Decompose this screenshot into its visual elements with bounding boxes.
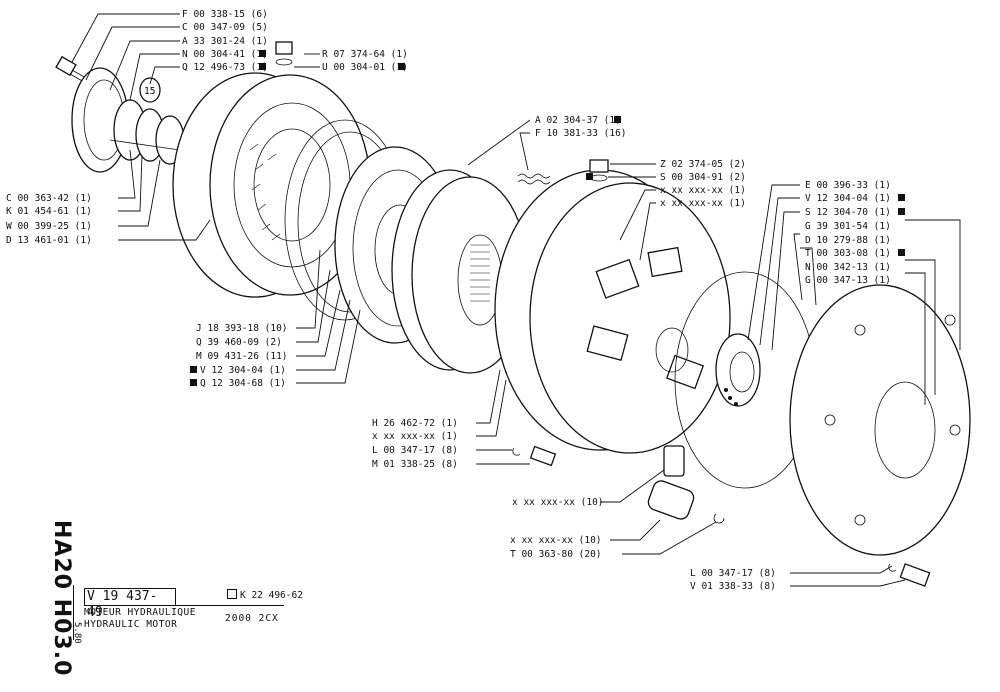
part-label: C 00 363-42 (1)	[6, 193, 92, 204]
part-label: M 09 431-26 (11)	[196, 351, 288, 362]
flange-bolt-part	[888, 563, 931, 587]
part-label: V 12 304-04 (1)	[200, 365, 286, 376]
part-label: S 00 304-91 (2)	[660, 172, 746, 183]
side-divider	[73, 585, 74, 640]
rear-housing-part	[172, 72, 371, 298]
part-label: x xx xxx-xx (10)	[512, 497, 604, 508]
title-french: MOTEUR HYDRAULIQUE	[84, 607, 196, 618]
spring-part	[517, 173, 551, 185]
kit-reference-text: K 22 496-62	[240, 590, 303, 601]
part-label: D 13 461-01 (1)	[6, 235, 92, 246]
part-label: T 00 303-08 (1)	[805, 248, 891, 259]
part-label: x xx xxx-xx (1)	[660, 185, 746, 196]
kit-markers	[190, 50, 905, 386]
part-label: K 01 454-61 (1)	[6, 206, 92, 217]
part-label: E 00 396-33 (1)	[805, 180, 891, 191]
part-label: Z 02 374-05 (2)	[660, 159, 746, 170]
bearing-part	[715, 333, 761, 407]
kit-box-icon	[227, 589, 237, 599]
front-flange-part	[789, 284, 971, 556]
part-label: V 01 338-33 (8)	[690, 581, 776, 592]
leader-lines	[71, 13, 961, 587]
part-label: Q 39 460-09 (2)	[196, 337, 282, 348]
part-label: Q 12 496-73 (1)	[182, 62, 268, 73]
part-label: V 12 304-04 (1)	[805, 193, 891, 204]
part-label: A 33 301-24 (1)	[182, 36, 268, 47]
part-label: T 00 363-80 (20)	[510, 549, 602, 560]
part-labels: F 00 338-15 (6) C 00 347-09 (5) A 33 301…	[6, 9, 891, 592]
part-label: F 00 338-15 (6)	[182, 9, 268, 20]
sheet-code-block: HA20 H03.0 5.80	[40, 520, 82, 676]
part-label: L 00 347-17 (8)	[372, 445, 458, 456]
part-label: J 18 393-18 (10)	[196, 323, 288, 334]
roller-part	[647, 445, 725, 524]
sheet-code: HA20 H03.0	[49, 520, 74, 677]
cam-housing-part	[494, 169, 731, 454]
part-label: x xx xxx-xx (10)	[510, 535, 602, 546]
title-divider	[84, 605, 284, 606]
part-label: S 12 304-70 (1)	[805, 207, 891, 218]
part-label: G 39 301-54 (1)	[805, 221, 891, 232]
part-label: L 00 347-17 (8)	[690, 568, 776, 579]
end-cap-part: 15	[71, 67, 161, 173]
title-english: HYDRAULIC MOTOR	[84, 619, 178, 630]
part-label: Q 12 304-68 (1)	[200, 378, 286, 389]
part-label: W 00 399-25 (1)	[6, 221, 92, 232]
part-label: x xx xxx-xx (1)	[372, 431, 458, 442]
model-code: 2000 2CX	[225, 613, 279, 624]
svg-text:15: 15	[144, 86, 155, 97]
part-label: N 00 342-13 (1)	[805, 262, 891, 273]
part-label: D 10 279-88 (1)	[805, 235, 891, 246]
part-label: U 00 304-01 (1)	[322, 62, 408, 73]
housing-bolt-part	[512, 445, 557, 467]
part-label: H 26 462-72 (1)	[372, 418, 458, 429]
part-label: x xx xxx-xx (1)	[660, 198, 746, 209]
part-label: G 00 347-13 (1)	[805, 275, 891, 286]
part-label: M 01 338-25 (8)	[372, 459, 458, 470]
part-label: N 00 304-41 (1)	[182, 49, 268, 60]
reference-number: V 19 437- 49	[84, 588, 176, 620]
plug-part	[275, 41, 609, 182]
part-label: C 00 347-09 (5)	[182, 22, 268, 33]
part-label: F 10 381-33 (16)	[535, 128, 627, 139]
kit-reference: K 22 496-62	[227, 589, 303, 603]
shaft-part	[109, 99, 185, 165]
cap-bolt-part	[55, 55, 87, 83]
part-label: A 02 304-37 (1)	[535, 115, 621, 126]
part-label: R 07 374-64 (1)	[322, 49, 408, 60]
title-block: V 19 437- 49 K 22 496-62 MOTEUR HYDRAULI…	[84, 588, 314, 636]
